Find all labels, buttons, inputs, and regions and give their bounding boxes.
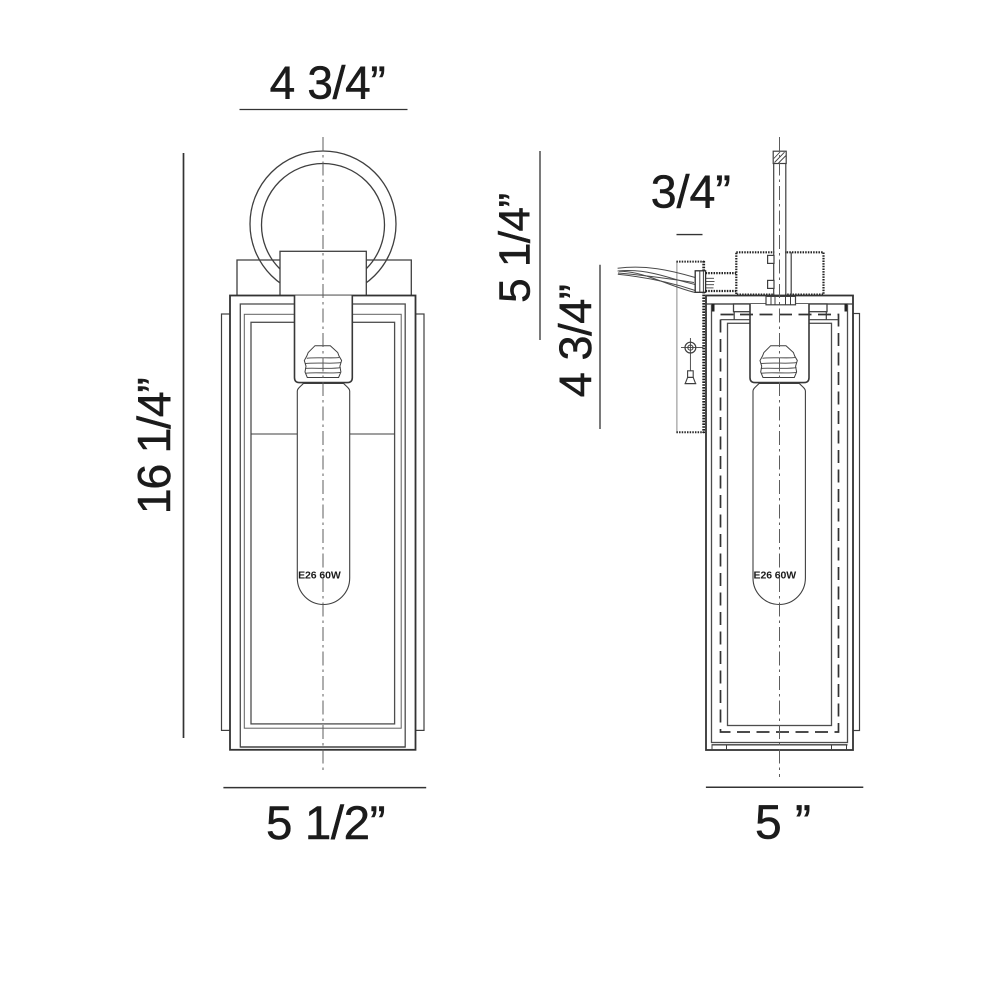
svg-text:4 3/4”: 4 3/4” — [550, 285, 601, 398]
svg-text:3/4”: 3/4” — [651, 166, 731, 218]
svg-text:5 ”: 5 ” — [755, 797, 811, 850]
svg-text:4 3/4”: 4 3/4” — [270, 56, 386, 108]
svg-text:E26 60W: E26 60W — [754, 570, 797, 582]
svg-text:5 1/4”: 5 1/4” — [491, 193, 540, 303]
svg-text:E26 60W: E26 60W — [298, 570, 341, 582]
svg-text:16 1/4”: 16 1/4” — [128, 379, 180, 515]
svg-text:5 1/2”: 5 1/2” — [266, 797, 385, 850]
